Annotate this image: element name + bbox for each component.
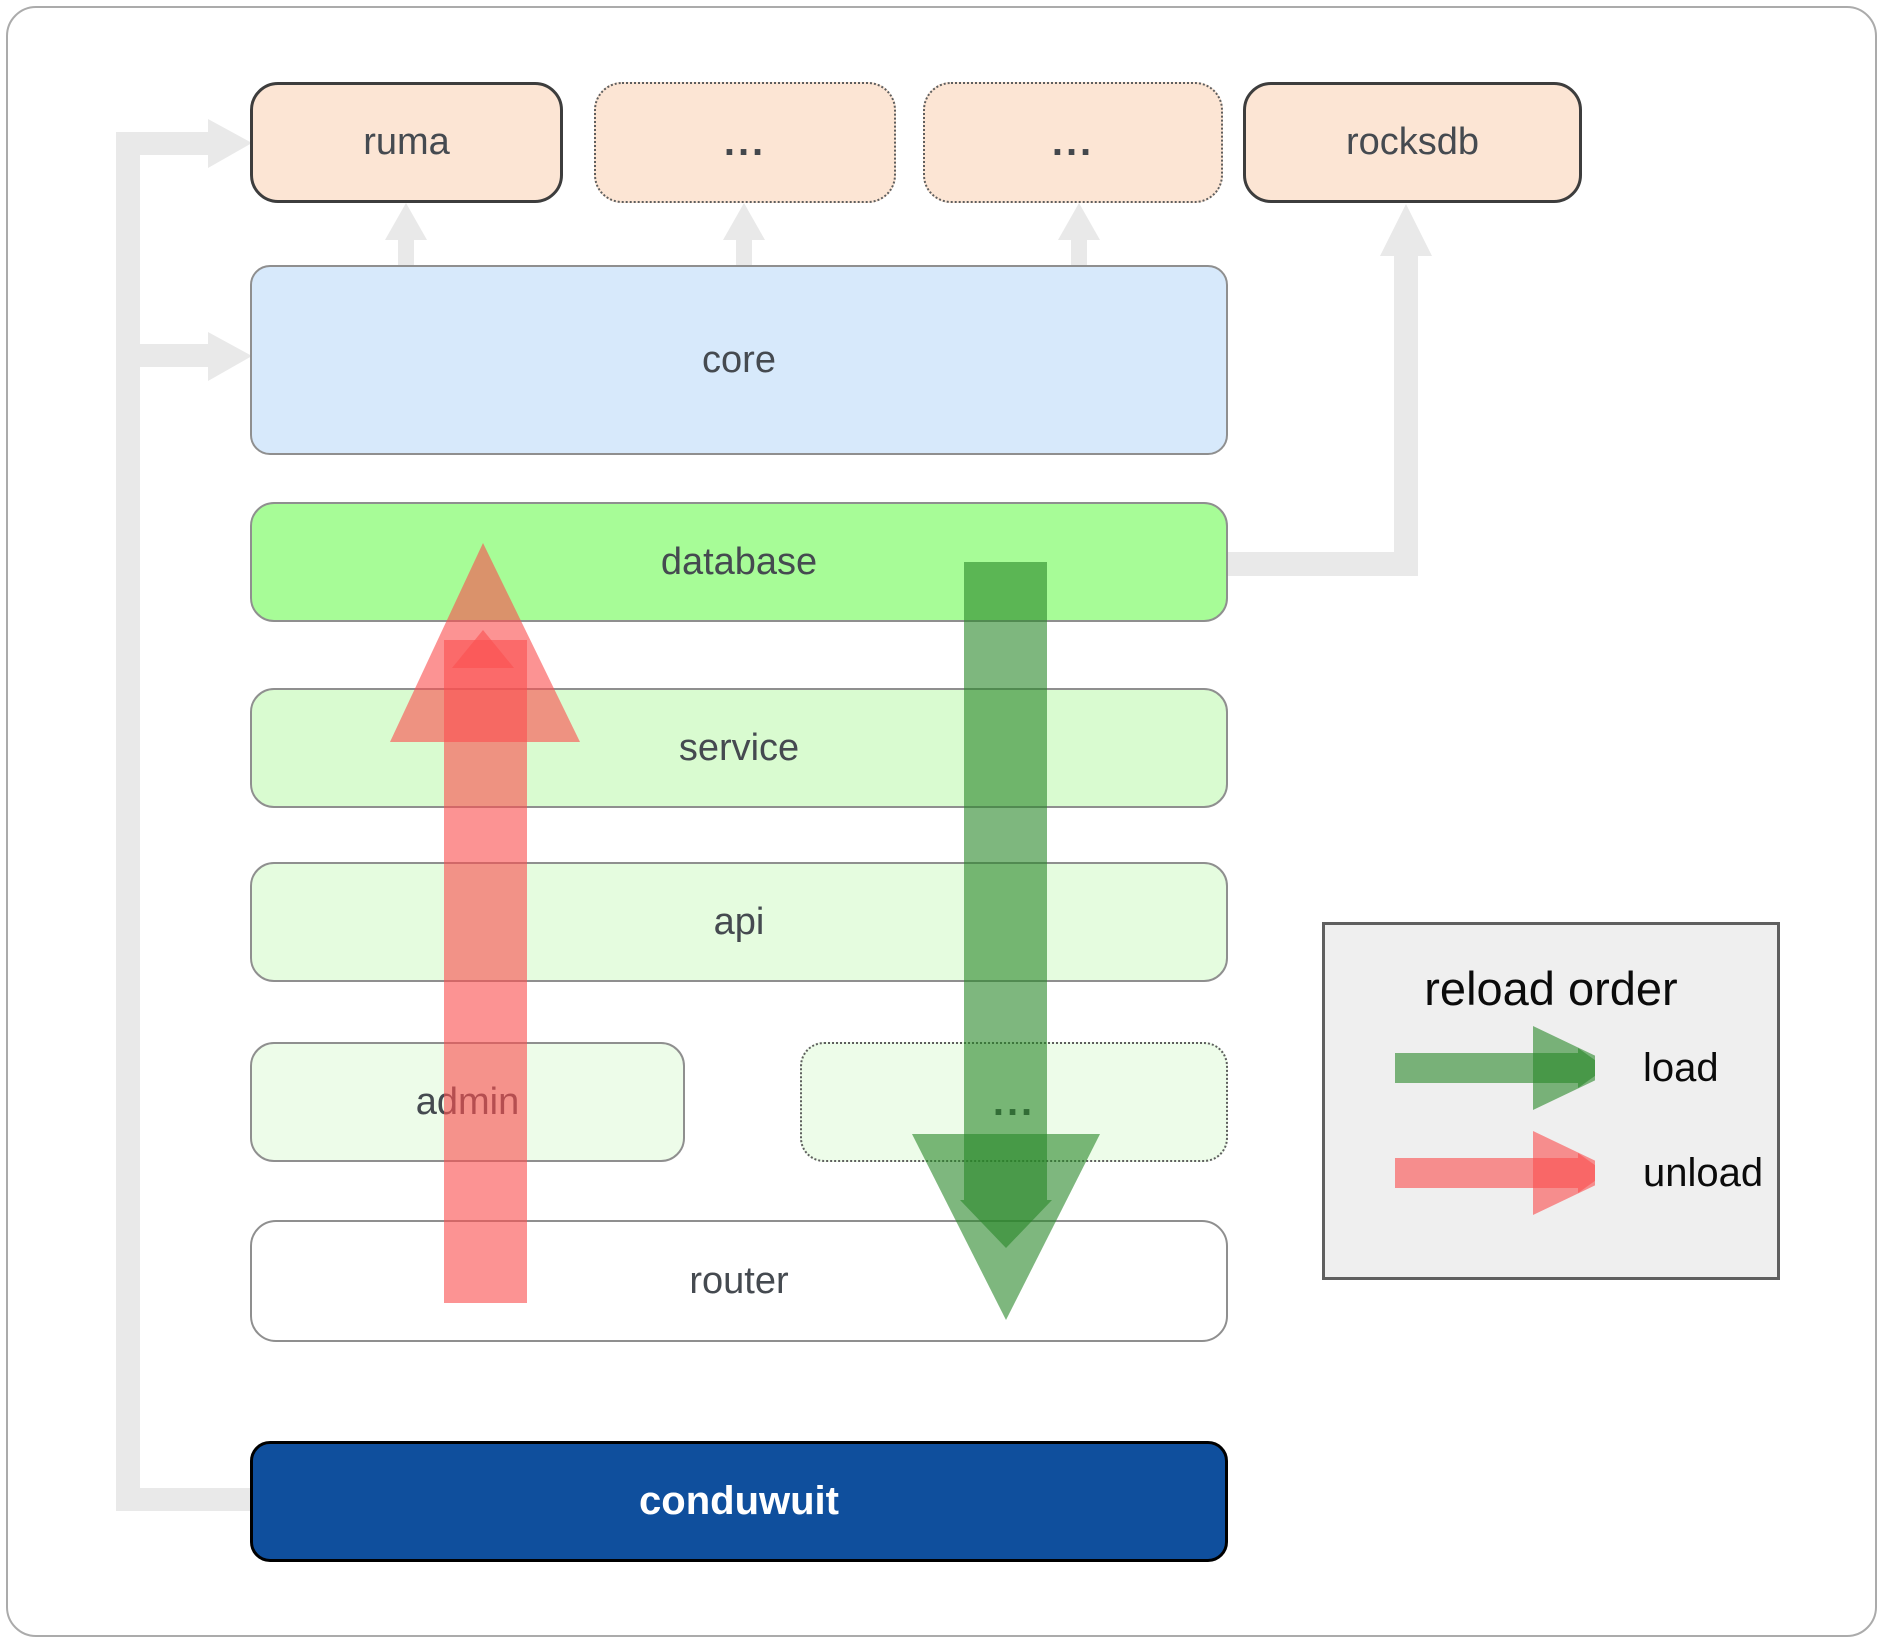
box-ellipsis-1: ... — [594, 82, 896, 203]
box-core-label: core — [702, 338, 776, 381]
load-arrow-icon — [1395, 1026, 1595, 1110]
box-ellipsis-2-label: ... — [1051, 120, 1095, 164]
box-router: router — [250, 1220, 1228, 1342]
legend-title: reload order — [1424, 962, 1678, 1015]
box-service: service — [250, 688, 1228, 808]
box-admin: admin — [250, 1042, 685, 1162]
box-router-label: router — [689, 1259, 789, 1302]
box-api: api — [250, 862, 1228, 982]
box-rocksdb-label: rocksdb — [1345, 121, 1480, 163]
diagram-outer-frame — [6, 6, 1877, 1637]
box-database-label: database — [660, 540, 818, 583]
box-ellipsis-2: ... — [923, 82, 1223, 203]
box-ruma: ruma — [250, 82, 563, 203]
box-ruma-label: ruma — [363, 121, 450, 163]
box-rocksdb: rocksdb — [1243, 82, 1582, 203]
legend-load-label: load — [1643, 1045, 1719, 1090]
legend-row-load: load — [1325, 1023, 1777, 1113]
box-database: database — [250, 502, 1228, 622]
box-ellipsis-3: ... — [800, 1042, 1228, 1162]
unload-arrow-icon — [1395, 1131, 1595, 1215]
box-admin-label: admin — [415, 1080, 520, 1123]
box-conduwuit-label: conduwuit — [639, 1479, 839, 1523]
box-core: core — [250, 265, 1228, 455]
legend-row-unload: unload — [1325, 1128, 1777, 1218]
legend-reload-order: reload order load unload — [1322, 922, 1780, 1280]
box-service-label: service — [678, 726, 800, 769]
legend-unload-label: unload — [1643, 1150, 1764, 1195]
box-ellipsis-3-label: ... — [992, 1079, 1036, 1124]
box-conduwuit: conduwuit — [250, 1441, 1228, 1562]
box-api-label: api — [713, 900, 765, 943]
box-ellipsis-1-label: ... — [723, 120, 767, 164]
